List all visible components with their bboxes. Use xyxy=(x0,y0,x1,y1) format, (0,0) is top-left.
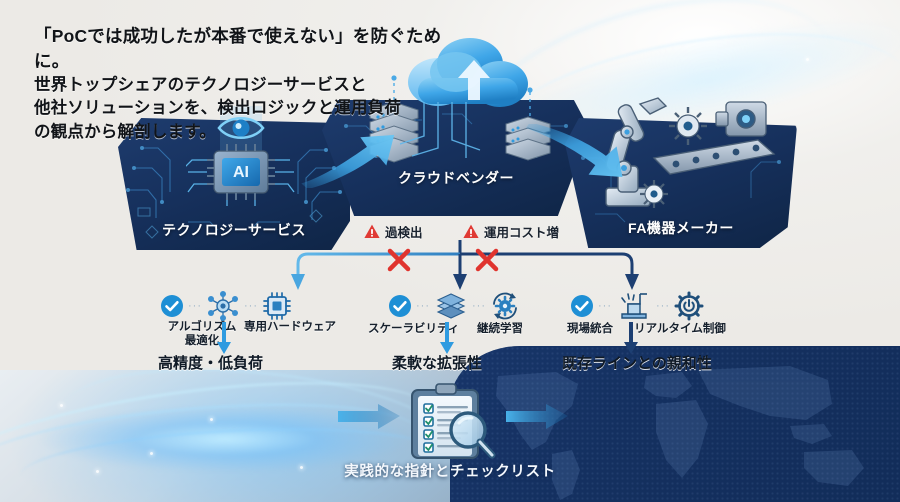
benefit-outcome-flexible-scalability: 柔軟な拡張性 xyxy=(392,355,483,372)
benefit-label-algorithm-optimization: アルゴリズム 最適化 xyxy=(167,321,237,348)
circuit-pattern-left xyxy=(126,146,342,239)
check-circle-icon xyxy=(389,295,411,317)
gear-power-icon xyxy=(674,291,704,321)
node-label-technology-service: テクノロジーサービス xyxy=(162,222,306,238)
world-map-svg xyxy=(496,366,864,500)
dots-separator: ··· xyxy=(598,300,612,312)
warning-label-operation-cost: 運用コスト増 xyxy=(484,226,560,240)
title-line-1: 「PoCでは成功したが本番で使えない」を防ぐために。 xyxy=(34,26,442,71)
page-title: 「PoCでは成功したが本番で使えない」を防ぐために。 世界トップシェアのテクノロ… xyxy=(34,24,464,144)
world-map-panel xyxy=(450,346,900,502)
check-circle-icon xyxy=(571,295,593,317)
sparkle-2 xyxy=(96,470,99,473)
title-line-4: の観点から解剖します。 xyxy=(34,122,217,141)
sparkle-3 xyxy=(210,418,213,421)
sparkle-7 xyxy=(760,120,763,123)
dots-separator: ··· xyxy=(656,300,670,312)
benefit-group-high-accuracy[interactable]: ··· ··· xyxy=(160,290,292,322)
sparkle-1 xyxy=(150,452,153,455)
dotted-world-map xyxy=(450,346,900,502)
warning-triangle-icon xyxy=(364,224,380,238)
stacked-layers-icon xyxy=(436,293,466,319)
node-label-cloud-vendor: クラウドベンダー xyxy=(398,170,514,186)
neural-network-icon xyxy=(208,291,238,321)
red-x-mark-over-detection xyxy=(385,246,413,279)
check-circle-icon xyxy=(161,295,183,317)
sparkle-6 xyxy=(806,58,809,61)
benefit-group-scalability[interactable]: ··· ··· xyxy=(388,290,520,322)
benefit-icons-row-2: ··· ··· xyxy=(388,290,520,322)
benefit-label-realtime-control: リアルタイム制御 xyxy=(634,323,726,335)
dots-separator: ··· xyxy=(472,300,486,312)
converge-arrow-right xyxy=(506,402,568,437)
sparkle-4 xyxy=(300,466,303,469)
warning-operation-cost: 運用コスト増 xyxy=(463,222,559,241)
warning-label-over-detection: 過検出 xyxy=(385,226,423,240)
warning-over-detection: 過検出 xyxy=(364,222,423,241)
factory-machine-icon xyxy=(621,293,647,319)
benefit-label-continuous-learning: 継続学習 xyxy=(477,323,523,335)
benefit-label-scalability: スケーラビリティ xyxy=(368,323,460,335)
warning-triangle-icon xyxy=(463,224,479,238)
dots-separator: ··· xyxy=(244,300,258,312)
gear-refresh-icon xyxy=(493,292,517,320)
benefit-label-dedicated-hardware: 専用ハードウェア xyxy=(244,321,336,333)
converge-arrow-left xyxy=(338,402,400,437)
title-line-3: 他社ソリューションを、検出ロジックと運用負荷 xyxy=(34,99,402,118)
benefit-icons-row-3: ··· ··· xyxy=(570,290,704,322)
benefit-group-line-affinity[interactable]: ··· ··· xyxy=(570,290,704,322)
arrow-cloud-to-fa xyxy=(520,122,640,199)
benefit-label-onsite-integration: 現場統合 xyxy=(567,323,613,335)
dots-separator: ··· xyxy=(188,300,202,312)
sparkle-5 xyxy=(60,404,63,407)
benefit-icons-row-1: ··· ··· xyxy=(160,290,292,322)
clipboard-checklist-magnifier-icon xyxy=(396,382,508,465)
benefit-outcome-existing-line-affinity: 既存ラインとの親和性 xyxy=(562,355,712,372)
dots-separator: ··· xyxy=(416,300,430,312)
node-label-fa-equipment-maker: FA機器メーカー xyxy=(628,220,734,236)
title-line-2: 世界トップシェアのテクノロジーサービスと xyxy=(34,75,367,94)
footer-caption: 実践的な指針とチェックリスト xyxy=(344,464,556,480)
benefit-outcome-high-accuracy-low-load: 高精度・低負荷 xyxy=(158,355,264,372)
red-x-mark-operation-cost xyxy=(473,246,501,279)
cpu-chip-icon xyxy=(263,292,291,320)
